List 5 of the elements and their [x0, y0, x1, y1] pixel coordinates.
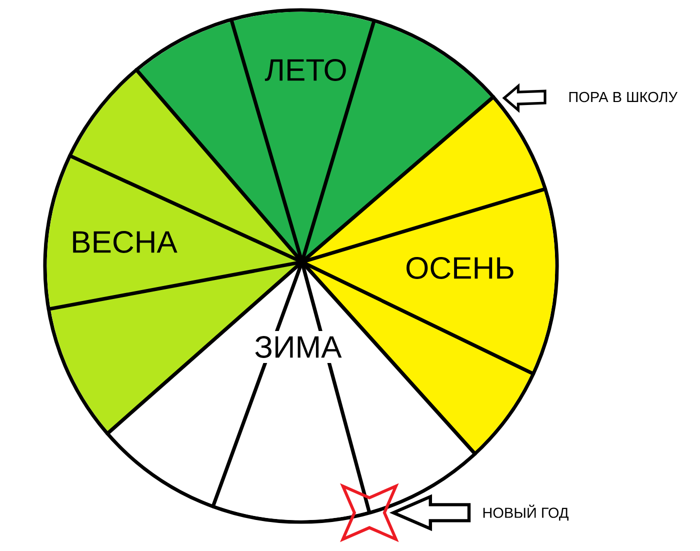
star-marker [340, 483, 399, 542]
block-arrow [502, 83, 546, 113]
callout-text: ПОРА В ШКОЛУ [569, 92, 678, 102]
block-arrow [389, 494, 471, 532]
callout-text: НОВЫЙ ГОД [483, 504, 568, 521]
